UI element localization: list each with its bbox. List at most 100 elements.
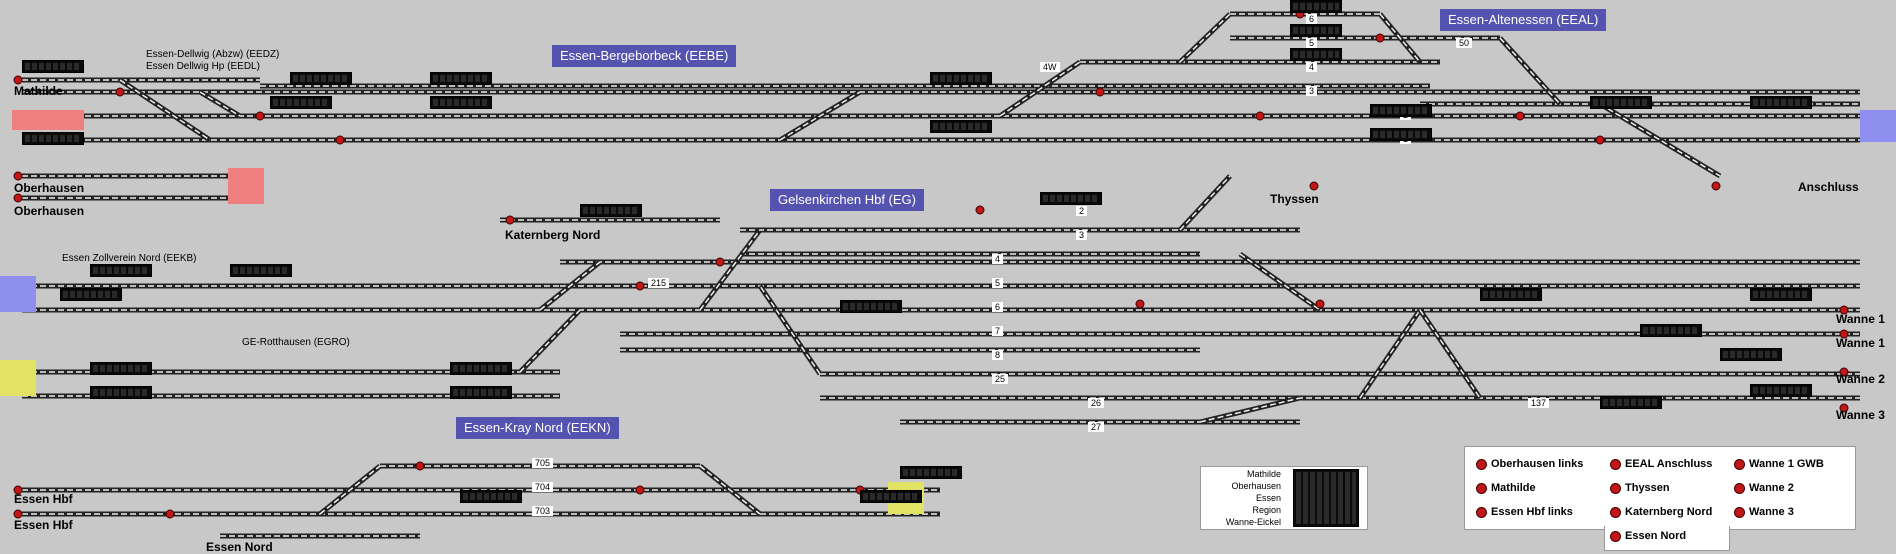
endpoint-wanne-1a[interactable]: Wanne 1 [1836, 312, 1885, 326]
track-marking [199, 91, 241, 117]
zone-zollverein[interactable] [0, 276, 36, 312]
signal-icon [1595, 135, 1605, 145]
dest-essen-nord[interactable]: Essen Nord [1610, 530, 1686, 542]
region-mathilde: Mathilde [1246, 469, 1281, 479]
endpoint-essen-nord[interactable]: Essen Nord [206, 540, 273, 554]
block-indicator [90, 264, 152, 277]
endpoint-wanne-2[interactable]: Wanne 2 [1836, 372, 1885, 386]
track-marking [539, 261, 601, 311]
block-indicator [290, 72, 352, 85]
track-704[interactable]: 704 [532, 482, 554, 492]
block-indicator [270, 96, 332, 109]
signal-icon [13, 509, 23, 519]
track-8[interactable]: 8 [992, 350, 1004, 360]
endpoint-katernberg-nord[interactable]: Katernberg Nord [505, 228, 601, 242]
dest-eeal-anschluss[interactable]: EEAL Anschluss [1610, 458, 1712, 470]
block-indicator [1750, 288, 1812, 301]
destination-legend-tail [1604, 526, 1730, 551]
block-indicator [450, 386, 512, 399]
signal-dot-icon [1476, 458, 1487, 470]
block-indicator [1750, 384, 1812, 397]
zone-rotthausen[interactable] [0, 360, 36, 396]
endpoint-anschluss[interactable]: Anschluss [1798, 180, 1859, 194]
track-4[interactable]: 4 [992, 254, 1004, 264]
track-137[interactable]: 137 [1528, 398, 1550, 408]
track-25[interactable]: 25 [992, 374, 1009, 384]
endpoint-oberhausen-1[interactable]: Oberhausen [14, 181, 85, 195]
track-6[interactable]: 6 [992, 302, 1004, 312]
dest-oberhausen-links[interactable]: Oberhausen links [1476, 458, 1583, 470]
track-705[interactable]: 705 [532, 458, 554, 468]
track-marking [119, 79, 211, 141]
zone-oberhausen[interactable] [228, 168, 264, 204]
signal-icon [1711, 181, 1721, 191]
signal-icon [335, 135, 345, 145]
station-eeal[interactable]: Essen-Altenessen (EEAL) [1440, 9, 1607, 31]
block-indicator [1040, 192, 1102, 205]
signal-icon [1255, 111, 1265, 121]
block-indicator [1590, 96, 1652, 109]
track-26[interactable]: 26 [1088, 398, 1105, 408]
block-indicator [840, 300, 902, 313]
track-u6[interactable]: 6 [1306, 14, 1318, 24]
signal-dot-icon [1610, 482, 1621, 494]
block-indicator [1600, 396, 1662, 409]
endpoint-essen-hbf-1[interactable]: Essen Hbf [14, 492, 73, 506]
track-7[interactable]: 7 [992, 326, 1004, 336]
signal-icon [165, 509, 175, 519]
block-indicator [90, 386, 152, 399]
track-u4[interactable]: 4 [1306, 62, 1318, 72]
block-indicator [90, 362, 152, 375]
track-703[interactable]: 703 [532, 506, 554, 516]
dest-wanne-1-gwb[interactable]: Wanne 1 GWB [1734, 458, 1824, 470]
endpoint-wanne-3[interactable]: Wanne 3 [1836, 408, 1885, 422]
dest-wanne-2[interactable]: Wanne 2 [1734, 482, 1794, 494]
block-indicator [60, 288, 122, 301]
signal-icon [13, 75, 23, 85]
label-eedz: Essen-Dellwig (Abzw) (EEDZ) [146, 49, 280, 60]
dest-katernberg-nord[interactable]: Katernberg Nord [1610, 506, 1712, 518]
signal-icon [715, 257, 725, 267]
endpoint-mathilde[interactable]: Mathilde [14, 84, 63, 98]
zone-altenessen-east[interactable] [1860, 110, 1896, 142]
track-marking [999, 61, 1081, 117]
station-eekn[interactable]: Essen-Kray Nord (EEKN) [456, 417, 619, 439]
dest-mathilde[interactable]: Mathilde [1476, 482, 1536, 494]
block-indicator [1290, 24, 1342, 37]
signal-icon [635, 281, 645, 291]
track-215[interactable]: 215 [648, 278, 670, 288]
block-indicator [460, 490, 522, 503]
track-marking [519, 309, 581, 373]
track-marking [1179, 13, 1231, 63]
track-3[interactable]: 3 [1076, 230, 1088, 240]
track-segment [1199, 395, 1301, 425]
track-2[interactable]: 2 [1076, 206, 1088, 216]
signal-dot-icon [1734, 506, 1745, 518]
block-indicator [230, 264, 292, 277]
track-4w[interactable]: 4W [1040, 62, 1060, 72]
endpoint-thyssen[interactable]: Thyssen [1270, 192, 1319, 206]
endpoint-wanne-1b[interactable]: Wanne 1 [1836, 336, 1885, 350]
track-segment [757, 284, 823, 376]
dest-thyssen[interactable]: Thyssen [1610, 482, 1670, 494]
station-eg[interactable]: Gelsenkirchen Hbf (EG) [770, 189, 924, 211]
dest-essen-hbf-links[interactable]: Essen Hbf links [1476, 506, 1573, 518]
signal-dot-icon [1610, 458, 1621, 470]
track-segment [1417, 308, 1483, 400]
signal-icon [1839, 367, 1849, 377]
track-27[interactable]: 27 [1088, 422, 1105, 432]
station-eebe[interactable]: Essen-Bergeborbeck (EEBE) [552, 45, 737, 67]
block-indicator [1290, 0, 1342, 13]
signal-icon [255, 111, 265, 121]
track-u5[interactable]: 5 [1306, 38, 1318, 48]
track-u3[interactable]: 3 [1306, 86, 1318, 96]
endpoint-oberhausen-2[interactable]: Oberhausen [14, 204, 85, 218]
track-50[interactable]: 50 [1456, 38, 1473, 48]
endpoint-essen-hbf-2[interactable]: Essen Hbf [14, 518, 73, 532]
signal-icon [415, 461, 425, 471]
dest-wanne-3[interactable]: Wanne 3 [1734, 506, 1794, 518]
track-5[interactable]: 5 [992, 278, 1004, 288]
signal-icon [1839, 403, 1849, 413]
zone-mathilde[interactable] [12, 110, 84, 130]
